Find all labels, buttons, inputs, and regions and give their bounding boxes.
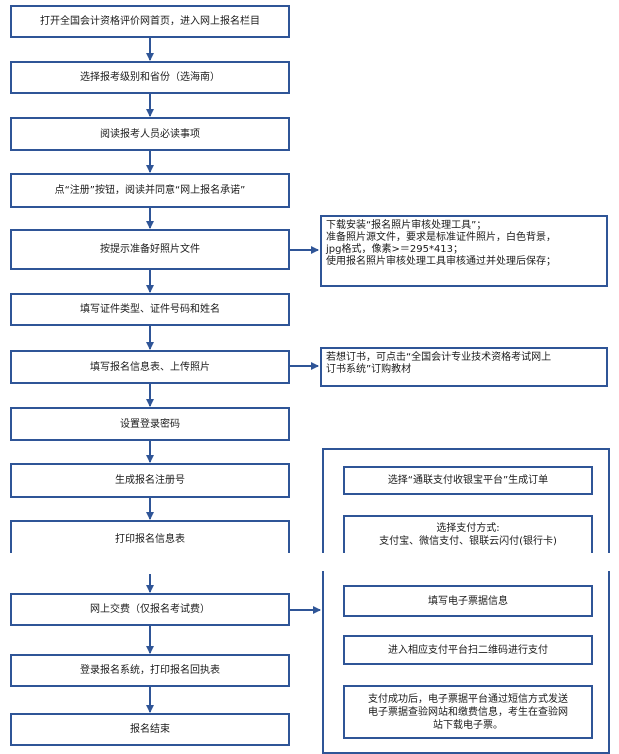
payment-scan-qr: 进入相应支付平台扫二维码进行支付 [343,635,593,665]
payment-fill-invoice-info: 填写电子票据信息 [343,585,593,617]
book-order-note: 若想订书，可点击“全国会计专业技术资格考试网上 订书系统”订购教材 [320,347,608,387]
step-online-payment: 网上交费（仅报名考试费） [10,593,290,626]
step-read-notice: 阅读报考人员必读事项 [10,117,290,151]
step-register-agree: 点“注册”按钮，阅读并同意“网上报名承诺” [10,173,290,208]
payment-method-text: 选择支付方式: 支付宝、微信支付、银联云闪付(银行卡) [379,523,557,547]
step-generate-registration-number: 生成报名注册号 [10,463,290,498]
payment-select-method: 选择支付方式: 支付宝、微信支付、银联云闪付(银行卡) [343,515,593,555]
step-fill-form-upload-photo: 填写报名信息表、上传照片 [10,350,290,384]
step-set-password: 设置登录密码 [10,407,290,441]
page-split-gap [0,553,619,571]
step-prepare-photo: 按提示准备好照片文件 [10,229,290,270]
step-print-receipt: 登录报名系统，打印报名回执表 [10,654,290,687]
step-open-website: 打开全国会计资格评价网首页，进入网上报名栏目 [10,5,290,38]
payment-success-text: 支付成功后，电子票据平台通过短信方式发送 电子票据查验网站和缴费信息，考生在查验… [368,693,568,731]
step-select-level-province: 选择报考级别和省份（选海南） [10,61,290,94]
step-registration-end: 报名结束 [10,713,290,746]
payment-create-order: 选择“通联支付收银宝平台”生成订单 [343,466,593,495]
photo-instructions-note: 下载安装“报名照片审核处理工具”； 准备照片源文件，要求是标准证件照片，白色背景… [320,215,608,287]
payment-success-invoice: 支付成功后，电子票据平台通过短信方式发送 电子票据查验网站和缴费信息，考生在查验… [343,685,593,739]
step-fill-id: 填写证件类型、证件号码和姓名 [10,293,290,326]
